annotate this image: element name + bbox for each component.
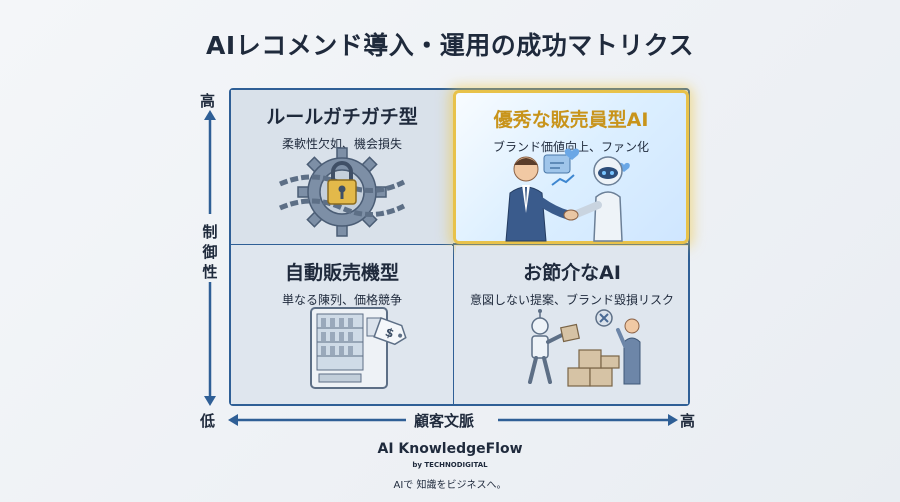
quadrant-title: お節介なAI bbox=[523, 262, 621, 284]
y-axis-low-label: 低 bbox=[200, 412, 216, 430]
footer-company-text: by TECHNODIGITAL bbox=[412, 461, 488, 469]
footer-brand-logo: AI KnowledgeFlow bbox=[377, 441, 523, 457]
x-axis-high-label: 高 bbox=[680, 412, 696, 430]
y-axis-name-label: 制御性 bbox=[202, 223, 218, 281]
quadrant-title: ルールガチガチ型 bbox=[266, 106, 418, 128]
quadrant-bottom-right: お節介なAI 意図しない提案、ブランド毀損リスク bbox=[456, 246, 688, 404]
quadrant-title: 優秀な販売員型AI bbox=[493, 109, 649, 131]
x-axis-arrow bbox=[228, 414, 678, 426]
handshake-robot-icon bbox=[505, 148, 630, 242]
footer-tagline: AIで 知識をビジネスへ。 bbox=[393, 480, 507, 491]
quadrant-subtitle: ブランド価値向上、ファン化 bbox=[492, 140, 649, 154]
quadrant-top-left: ルールガチガチ型 柔軟性欠如、機会損失 bbox=[231, 90, 453, 244]
x-axis-name-label: 顧客文脈 bbox=[414, 412, 475, 430]
gear-lock-chain-icon bbox=[278, 147, 406, 237]
robot-boxes-icon bbox=[528, 309, 641, 387]
y-axis-high-label: 高 bbox=[200, 92, 216, 110]
vending-machine-icon: $ bbox=[310, 307, 407, 389]
page-title: AIレコメンド導入・運用の成功マトリクス bbox=[206, 31, 694, 60]
grid-divider-horizontal bbox=[230, 243, 689, 245]
quadrant-title: 自動販売機型 bbox=[284, 262, 399, 284]
quadrant-subtitle: 柔軟性欠如、機会損失 bbox=[281, 137, 402, 151]
quadrant-subtitle: 意図しない提案、ブランド毀損リスク bbox=[469, 293, 674, 307]
y-axis-arrow bbox=[204, 110, 216, 406]
quadrant-bottom-left: 自動販売機型 単なる陳列、価格競争 $ bbox=[231, 246, 453, 404]
grid-divider-vertical bbox=[452, 244, 454, 405]
quadrant-top-right: 優秀な販売員型AI ブランド価値向上、ファン化 bbox=[453, 90, 689, 244]
quadrant-subtitle: 単なる陳列、価格競争 bbox=[281, 293, 402, 307]
